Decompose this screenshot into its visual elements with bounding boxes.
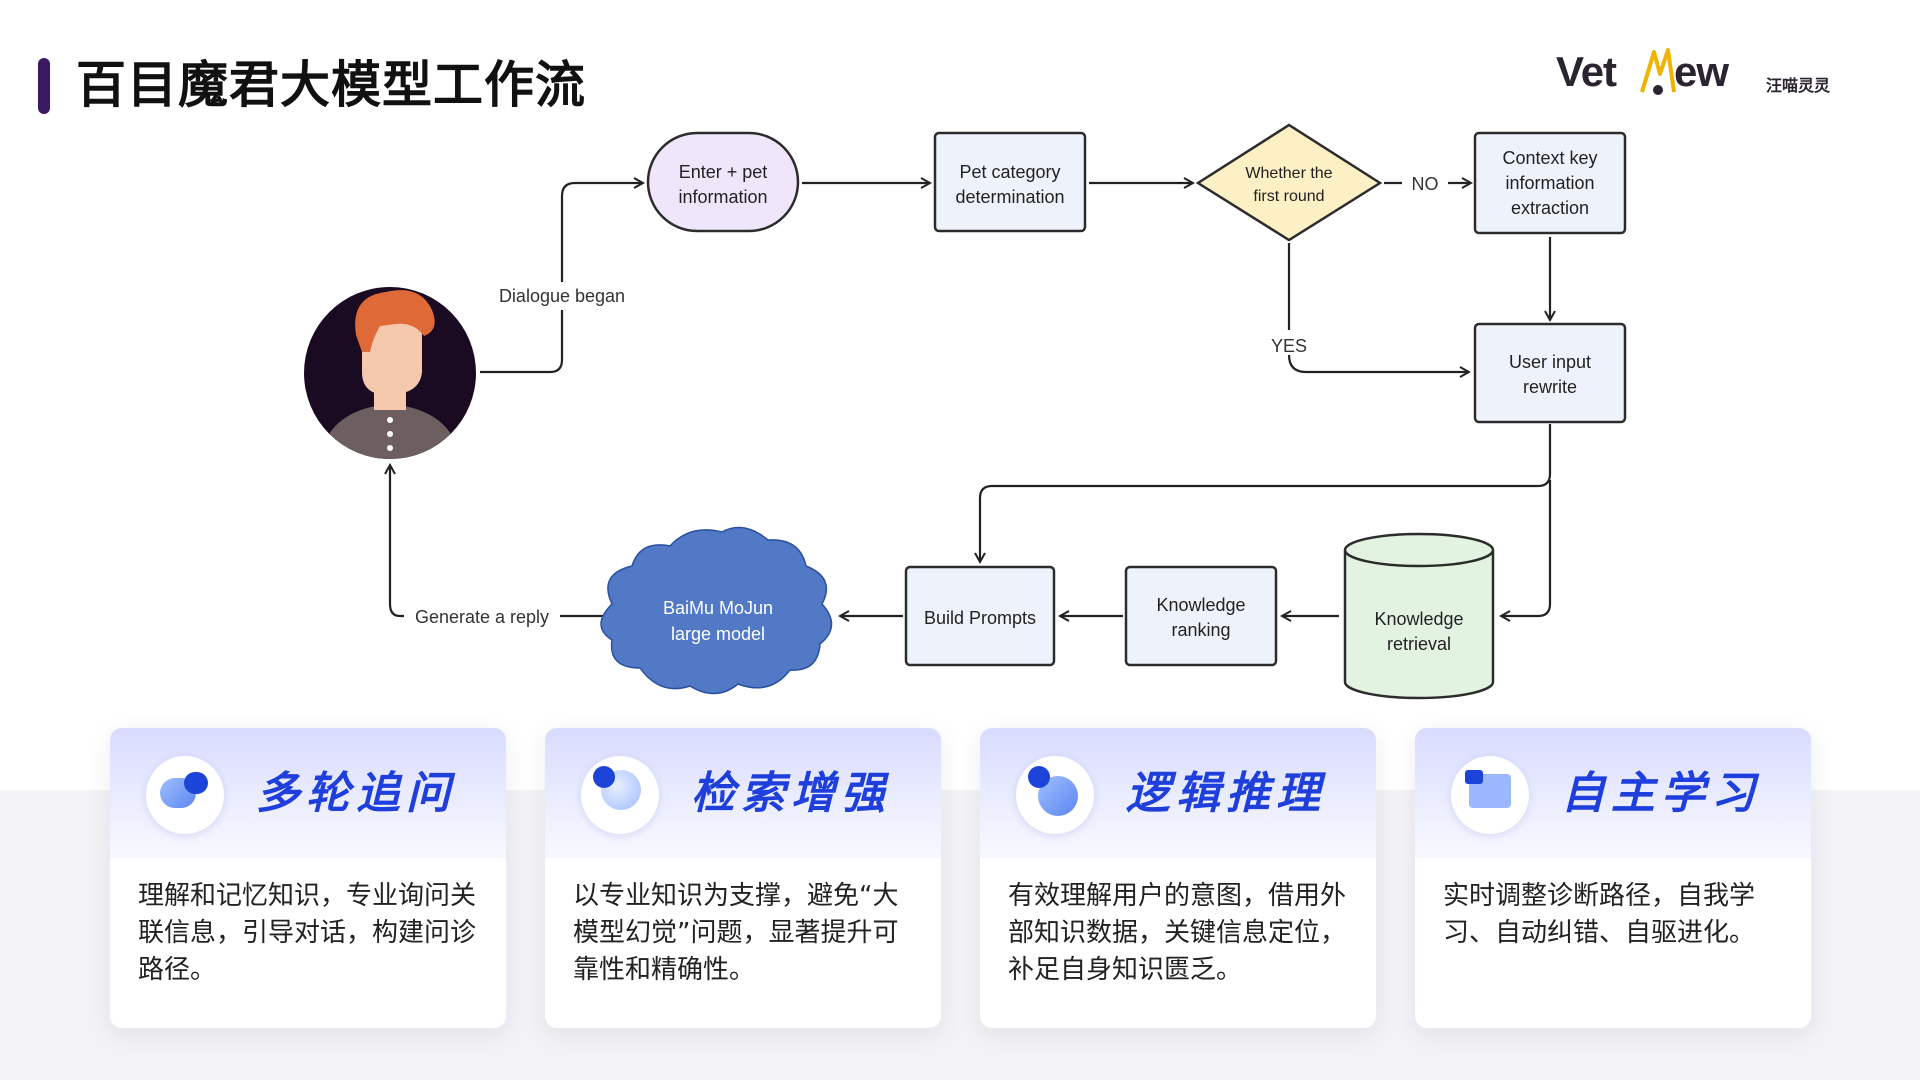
card-header: 多轮追问 — [110, 728, 506, 858]
feature-card-reasoning: 逻辑推理 有效理解用户的意图，借用外部知识数据，关键信息定位，补足自身知识匮乏。 — [980, 728, 1376, 1028]
node-ranking-line2: ranking — [1171, 620, 1230, 640]
node-pet-category: Pet category determination — [933, 131, 1087, 233]
logo-vet-text: Vet — [1556, 48, 1617, 95]
node-context-extraction: Context key information extraction — [1473, 131, 1627, 235]
edge-reply-to-user — [390, 465, 404, 618]
card-title: 自主学习 — [1561, 768, 1761, 819]
node-enter-line1: Enter + pet — [679, 162, 768, 182]
node-build-label: Build Prompts — [924, 608, 1036, 628]
node-large-model-cloud: BaiMu MoJun large model — [600, 526, 833, 695]
node-context-line1: Context key — [1502, 148, 1597, 168]
diagram-edges — [390, 183, 1550, 616]
card-header: 逻辑推理 — [980, 728, 1376, 858]
card-title: 检索增强 — [691, 768, 891, 819]
node-retrieval-line1: Knowledge — [1374, 609, 1463, 629]
node-first-round-decision: Whether the first round — [1195, 123, 1383, 242]
node-context-line3: extraction — [1511, 198, 1589, 218]
node-user-input-rewrite: User input rewrite — [1473, 322, 1627, 424]
feature-card-multi-turn: 多轮追问 理解和记忆知识，专业询问关联信息，引导对话，构建问诊路径。 — [110, 728, 506, 1028]
node-rewrite-line1: User input — [1509, 352, 1591, 372]
node-enter-pet-info: Enter + pet information — [646, 131, 800, 233]
edge-label-yes: YES — [1271, 336, 1307, 356]
card-header: 自主学习 — [1415, 728, 1811, 858]
node-decision-line2: first round — [1253, 188, 1324, 205]
avatar-hair — [355, 290, 435, 352]
edge-label-dialogue: Dialogue began — [499, 286, 625, 306]
card-description: 以专业知识为支撑，避免“大模型幻觉”问题，显著提升可靠性和精确性。 — [573, 881, 899, 985]
edge-dialogue-began — [480, 183, 643, 374]
title-accent-bar — [38, 58, 50, 114]
node-knowledge-retrieval: Knowledge retrieval — [1343, 532, 1495, 700]
page-title: 百目魔君大模型工作流 — [76, 56, 586, 114]
node-ranking-line1: Knowledge — [1156, 595, 1245, 615]
logo-m-mark-icon — [1640, 48, 1676, 95]
workflow-diagram: Dialogue began NO YES Generate a reply E… — [304, 123, 1627, 700]
signal-sphere-icon — [581, 756, 659, 834]
node-rewrite-line2: rewrite — [1523, 377, 1577, 397]
node-knowledge-ranking: Knowledge ranking — [1124, 565, 1278, 667]
node-category-line2: determination — [955, 187, 1064, 207]
node-retrieval-line2: retrieval — [1387, 634, 1451, 654]
feature-card-self-learning: 自主学习 实时调整诊断路径，自我学习、自动纠错、自驱进化。 — [1415, 728, 1811, 1028]
user-avatar — [304, 287, 476, 459]
edge-yes-to-rewrite — [1287, 354, 1469, 372]
card-description: 理解和记忆知识，专业询问关联信息，引导对话，构建问诊路径。 — [138, 881, 477, 985]
edge-label-bg — [490, 282, 630, 310]
feature-card-retrieval: 检索增强 以专业知识为支撑，避免“大模型幻觉”问题，显著提升可靠性和精确性。 — [545, 728, 941, 1028]
logo-mew-text: ew — [1674, 48, 1729, 95]
chat-bubbles-icon — [146, 756, 224, 834]
card-header: 检索增强 — [545, 728, 941, 858]
edge-rewrite-to-build — [980, 424, 1552, 562]
card-description: 实时调整诊断路径，自我学习、自动纠错、自驱进化。 — [1443, 881, 1756, 948]
logo-chinese-text: 汪喵灵灵 — [1766, 76, 1831, 95]
document-icon — [1451, 756, 1529, 834]
node-category-line1: Pet category — [959, 162, 1060, 182]
edge-label-reply: Generate a reply — [415, 607, 549, 627]
node-model-line1: BaiMu MoJun — [663, 598, 773, 618]
edge-label-no: NO — [1412, 174, 1439, 194]
card-title: 多轮追问 — [256, 768, 456, 819]
edge-rewrite-to-retrieval — [1501, 480, 1552, 616]
node-model-line2: large model — [671, 624, 765, 644]
card-title: 逻辑推理 — [1126, 768, 1326, 819]
ai-bubble-icon — [1016, 756, 1094, 834]
node-context-line2: information — [1505, 173, 1594, 193]
node-decision-line1: Whether the — [1245, 165, 1332, 182]
node-build-prompts: Build Prompts — [904, 565, 1056, 667]
vetmew-logo: Vet ew 汪喵灵灵 — [1552, 44, 1842, 108]
node-enter-line2: information — [678, 187, 767, 207]
card-description: 有效理解用户的意图，借用外部知识数据，关键信息定位，补足自身知识匮乏。 — [1008, 881, 1347, 985]
